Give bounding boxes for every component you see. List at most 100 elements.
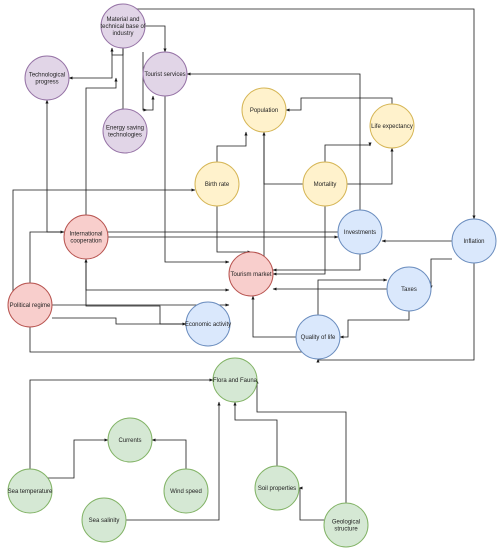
node-sea-temp[interactable]: Sea temperature — [7, 468, 53, 514]
node-circle — [302, 161, 348, 207]
node-label: Mortality — [314, 182, 337, 188]
connector-arrow — [298, 486, 324, 521]
node-tourism-market[interactable]: Tourism market — [228, 251, 274, 297]
connector-arrow — [233, 401, 278, 466]
connector-arrow — [126, 401, 221, 521]
node-label: progress — [35, 80, 58, 86]
node-political[interactable]: Political regime — [7, 282, 53, 328]
node-birth-rate[interactable]: Birth rate — [194, 161, 240, 207]
node-label: Population — [250, 108, 278, 114]
node-inflation[interactable]: Inflation — [451, 218, 497, 264]
node-circle — [295, 314, 341, 360]
node-label: Flora and Fauna — [213, 378, 258, 384]
connector-arrow — [251, 295, 296, 338]
node-label: Wind speed — [170, 489, 202, 495]
node-label: Inflation — [463, 239, 484, 245]
node-label: Technological — [29, 73, 65, 79]
node-wind[interactable]: Wind speed — [163, 468, 209, 514]
connector-arrow — [272, 254, 361, 272]
connector-arrow — [68, 48, 113, 80]
node-circle — [102, 108, 148, 154]
connector-arrow — [151, 438, 187, 469]
node-circle — [254, 465, 300, 511]
node-circle — [81, 497, 127, 543]
node-circle — [185, 301, 231, 347]
connector-arrow — [29, 378, 214, 469]
node-label: Life expectancy — [371, 124, 413, 130]
connector-arrow — [85, 77, 118, 215]
node-label: technical base of — [100, 24, 145, 30]
node-label: Birth rate — [205, 182, 230, 188]
node-circle — [194, 161, 240, 207]
node-taxes[interactable]: Taxes — [386, 266, 432, 312]
connector-arrow — [29, 327, 320, 360]
connector-arrow — [262, 131, 303, 185]
node-label: Quality of life — [301, 335, 336, 341]
node-label: structure — [334, 527, 358, 533]
connector-arrow — [255, 379, 347, 503]
node-currents[interactable]: Currents — [107, 417, 153, 463]
connector-arrow — [147, 95, 155, 111]
connector-arrow — [216, 131, 248, 162]
connector-arrow — [186, 72, 361, 210]
node-label: International — [69, 232, 102, 238]
connector-arrow — [285, 97, 393, 112]
node-circle — [24, 55, 70, 101]
connector-arrow — [84, 258, 186, 325]
node-quality[interactable]: Quality of life — [295, 314, 341, 360]
node-circle — [451, 218, 497, 264]
node-label: Geological — [332, 520, 360, 526]
connector-arrow — [110, 47, 124, 56]
node-label: Tourism market — [230, 272, 271, 278]
connector-arrow — [12, 188, 196, 300]
node-circle — [228, 251, 274, 297]
node-label: technologies — [108, 133, 142, 139]
node-circle — [212, 357, 258, 403]
node-circle — [100, 3, 146, 49]
node-circle — [163, 468, 209, 514]
connector-arrow — [250, 132, 265, 264]
connector-arrow — [29, 230, 65, 283]
node-label: cooperation — [70, 239, 101, 245]
node-population[interactable]: Population — [241, 87, 287, 133]
node-circle — [107, 417, 153, 463]
node-life-exp[interactable]: Life expectancy — [369, 103, 415, 149]
connector-arrow — [317, 278, 388, 315]
connector-arrow — [145, 25, 167, 53]
node-mortality[interactable]: Mortality — [302, 161, 348, 207]
node-label: industry — [112, 31, 133, 37]
node-label: Material and — [106, 17, 139, 23]
node-tourist-services[interactable]: Tourist services — [142, 51, 188, 97]
connector-arrow — [272, 206, 326, 276]
node-investments[interactable]: Investments — [337, 209, 383, 255]
connector-arrow — [85, 259, 230, 292]
node-circle — [63, 214, 109, 260]
node-circle — [337, 209, 383, 255]
node-circle — [323, 502, 369, 548]
node-circle — [241, 87, 287, 133]
node-label: Soil properties — [258, 486, 296, 492]
connector-arrow — [164, 96, 230, 264]
node-economic[interactable]: Economic activity — [185, 301, 231, 347]
node-circle — [142, 51, 188, 97]
node-salinity[interactable]: Sea salinity — [81, 497, 127, 543]
node-label: Investments — [344, 230, 376, 236]
connector-arrow — [45, 99, 338, 233]
node-flora[interactable]: Flora and Fauna — [212, 357, 258, 403]
node-soil[interactable]: Soil properties — [254, 465, 300, 511]
connector-arrow — [347, 147, 394, 185]
node-label: Political regime — [10, 303, 51, 309]
connector-arrow — [122, 4, 476, 220]
connector-arrow — [216, 206, 252, 254]
node-label: Energy saving — [106, 126, 144, 132]
connector-arrow — [324, 142, 372, 162]
node-circle — [7, 282, 53, 328]
node-circle — [7, 468, 53, 514]
node-circle — [369, 103, 415, 149]
